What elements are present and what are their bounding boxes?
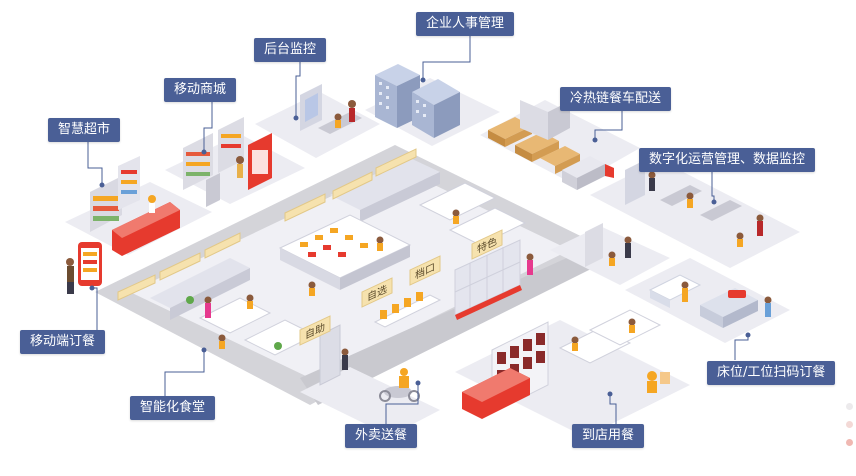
pager-dot[interactable] <box>846 403 853 410</box>
kiosk-scene <box>585 223 632 267</box>
bed-scan-scene <box>648 274 772 328</box>
label-smart-canteen: 智能化食堂 <box>130 396 216 420</box>
canteen-interior <box>150 158 534 386</box>
digital-ops-scene <box>625 160 764 247</box>
pager-dot[interactable] <box>846 421 853 428</box>
dine-in-scene <box>462 309 670 419</box>
pager-dot[interactable] <box>846 439 853 446</box>
canteen-signs: 自选 档口 特色 自助 <box>117 148 503 346</box>
bed-scan-floor <box>625 258 790 343</box>
leader-lines <box>87 36 749 424</box>
label-takeaway: 外卖送餐 <box>345 424 418 448</box>
label-supermarket: 智慧超市 <box>48 118 121 142</box>
mall-scene <box>183 117 272 207</box>
label-mall: 移动商城 <box>164 78 237 102</box>
label-digital-ops: 数字化运营管理、数据监控 <box>639 148 816 172</box>
delivery-truck <box>562 156 614 190</box>
label-hr: 企业人事管理 <box>416 12 515 36</box>
leader-dots <box>89 77 751 397</box>
label-cold-chain: 冷热链餐车配送 <box>560 87 672 111</box>
takeaway-scene <box>379 368 420 402</box>
mobile-phone-scene <box>66 242 102 294</box>
label-backend: 后台监控 <box>254 38 327 62</box>
label-mobile-order: 移动端订餐 <box>20 330 106 354</box>
backend-scene <box>300 84 362 134</box>
label-dine-in: 到店用餐 <box>572 424 645 448</box>
backend-floor <box>255 92 380 158</box>
hr-buildings <box>375 64 460 138</box>
label-bed-scan: 床位/工位扫码订餐 <box>707 361 836 385</box>
takeaway-floor <box>300 367 440 436</box>
supermarket-scene <box>90 156 180 256</box>
